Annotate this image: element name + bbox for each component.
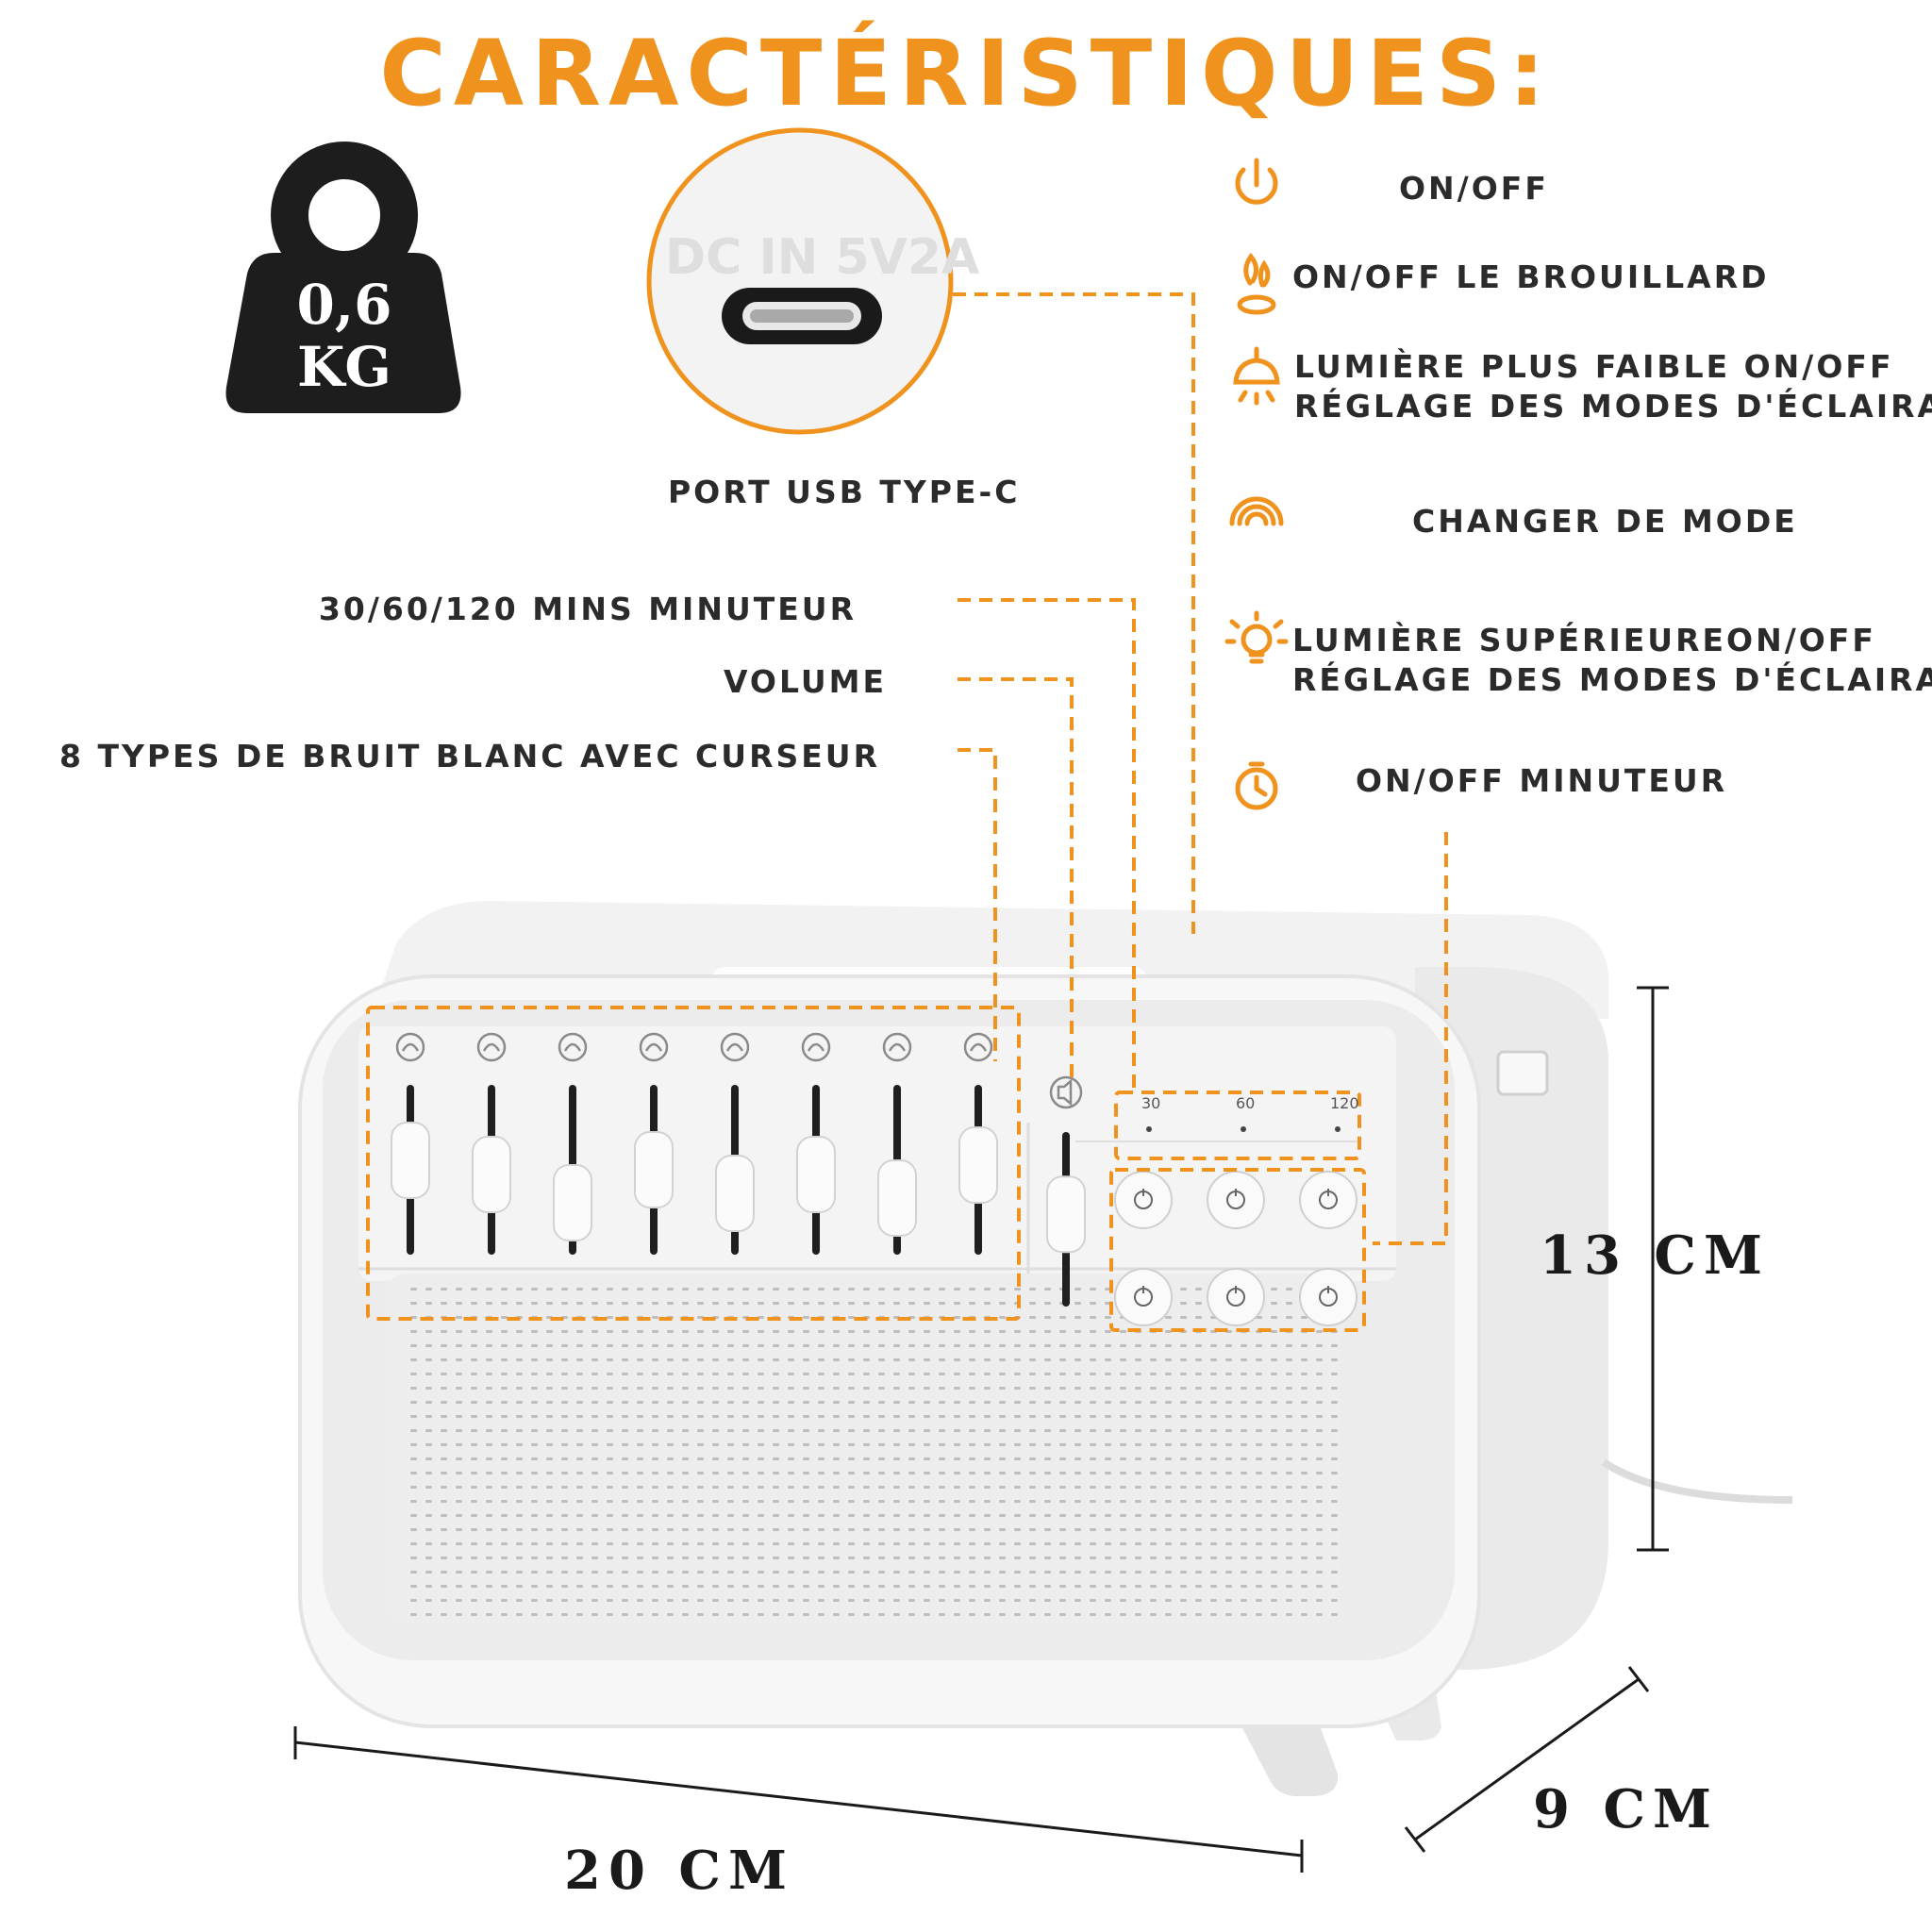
timer-mark-label: 120 bbox=[1330, 1094, 1359, 1112]
noise-slider[interactable] bbox=[958, 1085, 998, 1255]
noise-slider[interactable] bbox=[553, 1085, 592, 1255]
ceiling-lamp-icon bbox=[1319, 1189, 1338, 1209]
feature-dim-light-line1: LUMIÈRE PLUS FAIBLE ON/OFF bbox=[1294, 348, 1894, 385]
thunder-icon bbox=[476, 1032, 507, 1062]
noise-slider[interactable] bbox=[715, 1085, 755, 1255]
feature-dim-light-line2: RÉGLAGE DES MODES D'ÉCLAIRAGE bbox=[1294, 388, 1932, 425]
power-icon bbox=[1235, 158, 1278, 205]
page-title: CARACTÉRISTIQUES: bbox=[379, 21, 1553, 126]
noise-slider[interactable] bbox=[472, 1085, 511, 1255]
feature-mode: CHANGER DE MODE bbox=[1412, 503, 1798, 540]
power-icon bbox=[1134, 1189, 1153, 1209]
timer-mark-label: 30 bbox=[1141, 1094, 1160, 1112]
wind-icon bbox=[395, 1032, 425, 1062]
volume-label: VOLUME bbox=[723, 663, 887, 700]
height-dimension: 13 CM bbox=[1540, 1224, 1770, 1287]
timer-mark-label: 60 bbox=[1236, 1094, 1255, 1112]
noise-slider[interactable] bbox=[877, 1085, 917, 1255]
volume-slider[interactable] bbox=[1046, 1132, 1086, 1307]
feature-icons bbox=[1224, 158, 1289, 810]
noise-slider[interactable] bbox=[391, 1085, 430, 1255]
slider-bank bbox=[391, 1085, 1086, 1307]
stopwatch-icon bbox=[1235, 761, 1278, 810]
port-label: PORT USB TYPE-C bbox=[668, 474, 1021, 510]
feature-dim-light: LUMIÈRE PLUS FAIBLE ON/OFF RÉGLAGE DES M… bbox=[1294, 347, 1932, 426]
stopwatch-button[interactable] bbox=[1299, 1268, 1357, 1326]
callout-lines bbox=[953, 292, 1448, 1245]
noise-machine-device bbox=[298, 901, 1793, 1796]
highlight-boxes bbox=[366, 1006, 1366, 1332]
timer-indicator bbox=[1335, 1126, 1341, 1132]
noise-slider[interactable] bbox=[796, 1085, 836, 1255]
bulb-icon bbox=[1226, 1286, 1245, 1307]
fire-icon bbox=[720, 1032, 750, 1062]
snail-icon bbox=[963, 1032, 993, 1062]
bird-icon bbox=[639, 1032, 669, 1062]
feature-top-light-line1: LUMIÈRE SUPÉRIEUREON/OFF bbox=[1292, 622, 1876, 658]
timer-marks: 30 60 120 bbox=[1141, 1094, 1359, 1132]
stopwatch-icon bbox=[1319, 1286, 1338, 1307]
weight-value: 0,6 bbox=[296, 273, 392, 337]
mist-icon bbox=[1226, 1189, 1245, 1209]
feature-top-light-line2: RÉGLAGE DES MODES D'ÉCLAIRAGE bbox=[1292, 661, 1932, 698]
timer-indicator bbox=[1146, 1126, 1152, 1132]
bulb-button[interactable] bbox=[1207, 1268, 1265, 1326]
usb-port-closeup bbox=[646, 127, 954, 435]
feature-mist: ON/OFF LE BROUILLARD bbox=[1292, 258, 1770, 295]
feature-power: ON/OFF bbox=[1399, 170, 1549, 207]
width-dimension: 20 CM bbox=[564, 1840, 794, 1902]
rainbow-mode-icon bbox=[1134, 1286, 1153, 1307]
frog-icon bbox=[882, 1032, 912, 1062]
rainbow-mode-icon bbox=[1229, 496, 1284, 526]
rainbow-mode-button[interactable] bbox=[1114, 1268, 1173, 1326]
noise-types-label: 8 TYPES DE BRUIT BLANC AVEC CURSEUR bbox=[59, 738, 880, 774]
noise-slider[interactable] bbox=[634, 1085, 674, 1255]
depth-dimension: 9 CM bbox=[1533, 1778, 1720, 1840]
ceiling-lamp-button[interactable] bbox=[1299, 1171, 1357, 1229]
button-grid bbox=[1114, 1171, 1357, 1326]
ceiling-lamp-icon bbox=[1233, 346, 1280, 406]
timer-label: 30/60/120 MINS MINUTEUR bbox=[318, 591, 857, 627]
feature-top-light: LUMIÈRE SUPÉRIEUREON/OFF RÉGLAGE DES MOD… bbox=[1292, 621, 1932, 700]
mist-icon bbox=[1237, 252, 1276, 315]
weight-unit: KG bbox=[297, 335, 391, 399]
stream-icon bbox=[801, 1032, 831, 1062]
timer-indicator bbox=[1241, 1126, 1246, 1132]
bulb-icon bbox=[1224, 610, 1289, 664]
mist-button[interactable] bbox=[1207, 1171, 1265, 1229]
power-button[interactable] bbox=[1114, 1171, 1173, 1229]
sound-icon-row bbox=[395, 1032, 1083, 1109]
port-embossed-text: DC IN 5V2A bbox=[665, 229, 979, 286]
weight-value-text: 0,6 KG bbox=[274, 274, 415, 398]
eye-icon bbox=[558, 1032, 588, 1062]
weight-icon bbox=[225, 142, 461, 413]
dimension-lines bbox=[293, 986, 1669, 1873]
volume-icon bbox=[1049, 1075, 1083, 1109]
feature-timer: ON/OFF MINUTEUR bbox=[1356, 762, 1728, 799]
